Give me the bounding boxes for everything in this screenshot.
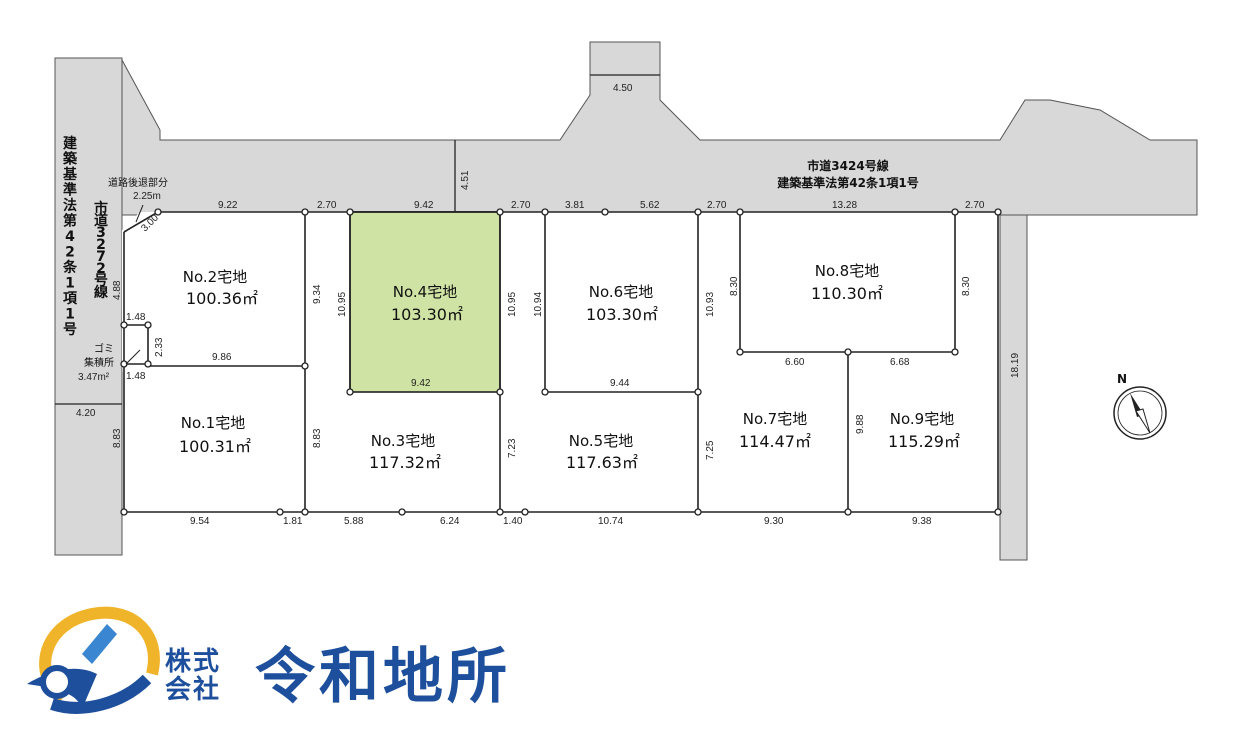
dim-4-51: 4.51	[460, 170, 471, 190]
dim-13-28: 13.28	[832, 200, 857, 211]
dim-18-19: 18.19	[1010, 353, 1021, 378]
dim-5-62: 5.62	[640, 200, 660, 211]
dim-10-93: 10.93	[705, 292, 716, 317]
setback-label: 道路後退部分	[108, 176, 168, 189]
dim-9-44: 9.44	[610, 378, 630, 389]
right-road-strip	[999, 214, 1028, 561]
dim-2-70-b: 2.70	[511, 200, 531, 211]
dim-8-83-lot1: 8.83	[112, 428, 123, 448]
site-area	[122, 212, 998, 512]
dim-8-30-left: 8.30	[729, 276, 740, 296]
garbage-label-2: 集積所	[84, 356, 114, 369]
lot5-area: 117.63㎡	[566, 453, 638, 472]
lot6-area: 103.30㎡	[586, 305, 658, 324]
dim-9-42-top: 9.42	[414, 200, 434, 211]
lot3-area: 117.32㎡	[369, 453, 441, 472]
lot7-name: No.7宅地	[743, 410, 807, 428]
dim-9-42-bottom: 9.42	[411, 378, 431, 389]
survey-points	[120, 208, 1002, 516]
dim-garbage-1-48-bottom: 1.48	[126, 371, 146, 382]
setback-width: 2.25m	[133, 191, 161, 202]
dim-9-86: 9.86	[212, 352, 232, 363]
dim-3-81: 3.81	[565, 200, 585, 211]
dim-8-30-right: 8.30	[961, 276, 972, 296]
lot1-area: 100.31㎡	[179, 437, 251, 456]
dim-4-20: 4.20	[76, 408, 96, 419]
company-name: 令和地所	[255, 642, 511, 712]
dim-9-30: 9.30	[764, 516, 784, 527]
dim-10-95-right: 10.95	[507, 292, 518, 317]
dim-2-70-c: 2.70	[707, 200, 727, 211]
dim-garbage-1-48-top: 1.48	[126, 312, 146, 323]
dim-top-road-width: 4.50	[613, 83, 633, 94]
lot4-area: 103.30㎡	[391, 305, 463, 324]
dimension-labels: 4.50 2.70 9.22 9.42 2.70 3.81 5.62 2.70 …	[76, 83, 985, 527]
dim-8-83-lot3: 8.83	[312, 428, 323, 448]
dim-9-38: 9.38	[912, 516, 932, 527]
lot-lines	[55, 74, 999, 513]
lot5-name: No.5宅地	[569, 432, 633, 450]
lot9-name: No.9宅地	[890, 410, 954, 428]
lot6-name: No.6宅地	[589, 283, 653, 301]
dim-6-68: 6.68	[890, 357, 910, 368]
lot1-name: No.1宅地	[181, 414, 245, 432]
dim-2-33: 2.33	[154, 337, 165, 357]
dim-6-24: 6.24	[440, 516, 460, 527]
dim-5-88: 5.88	[344, 516, 364, 527]
lot3-name: No.3宅地	[371, 432, 435, 450]
dim-10-74: 10.74	[598, 516, 623, 527]
dim-9-34: 9.34	[312, 284, 323, 304]
lot2-name: No.2宅地	[183, 268, 247, 286]
garbage-label-1: ゴミ	[94, 342, 114, 355]
north-label: N	[1117, 372, 1127, 386]
north-arrow-icon: N	[1113, 372, 1167, 440]
company-prefix: 株式 会社	[165, 648, 255, 704]
dim-9-88: 9.88	[855, 414, 866, 434]
company-logo	[27, 606, 160, 714]
lot8-name: No.8宅地	[815, 262, 879, 280]
dim-9-22: 9.22	[218, 200, 238, 211]
dim-7-23: 7.23	[507, 438, 518, 458]
left-road	[54, 57, 123, 556]
dim-4-88: 4.88	[112, 280, 123, 300]
main-road-law: 建築基準法第42条1項1号	[776, 175, 918, 190]
dim-10-94: 10.94	[533, 292, 544, 317]
logo-mark-icon	[27, 606, 160, 714]
garbage-area: 3.47m²	[78, 372, 110, 383]
dim-1-81: 1.81	[283, 516, 303, 527]
lot4-name: No.4宅地	[393, 283, 457, 301]
lot7-area: 114.47㎡	[739, 432, 811, 451]
dim-9-54: 9.54	[190, 516, 210, 527]
dim-2-70-d: 2.70	[965, 200, 985, 211]
dim-2-70-a: 2.70	[317, 200, 337, 211]
lot9-area: 115.29㎡	[888, 432, 960, 451]
main-road-name: 市道3424号線	[807, 158, 888, 173]
dim-10-95-left: 10.95	[337, 292, 348, 317]
dim-1-40: 1.40	[503, 516, 523, 527]
company-prefix-line1: 株式	[165, 647, 222, 677]
company-prefix-line2: 会社	[165, 675, 222, 705]
dim-6-60: 6.60	[785, 357, 805, 368]
lot8-area: 110.30㎡	[811, 284, 883, 303]
lot2-area: 100.36㎡	[186, 289, 258, 308]
dim-7-25: 7.25	[705, 440, 716, 460]
